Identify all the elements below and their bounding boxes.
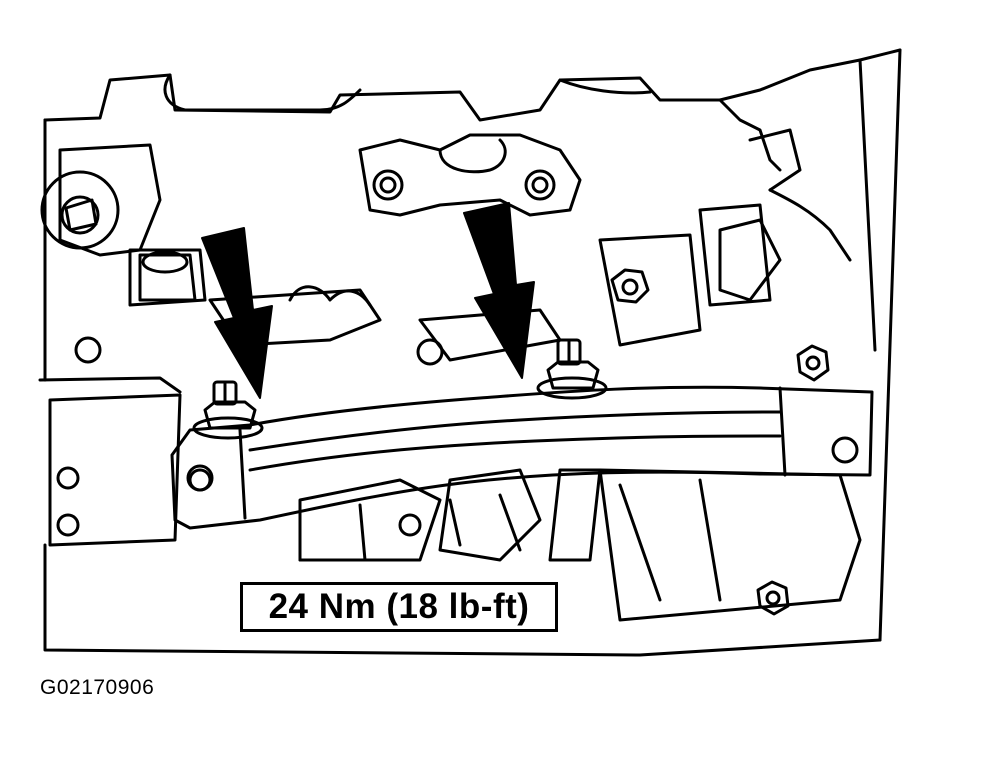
right-bolt-arrow	[463, 202, 535, 379]
housing-nuts	[610, 268, 830, 616]
crossmember	[170, 385, 874, 530]
housing-holes	[56, 336, 859, 537]
left-crossmember-bolt	[192, 380, 264, 440]
engine-mount	[40, 170, 197, 302]
engine-housing	[43, 48, 902, 657]
torque-specification-label: 24 Nm (18 lb-ft)	[240, 582, 558, 632]
upper-bracket	[358, 133, 582, 217]
lower-structure	[38, 376, 722, 602]
figure-id-label: G02170906	[40, 676, 155, 699]
left-bolt-arrow	[201, 227, 273, 399]
right-crossmember-bolt	[536, 338, 608, 400]
